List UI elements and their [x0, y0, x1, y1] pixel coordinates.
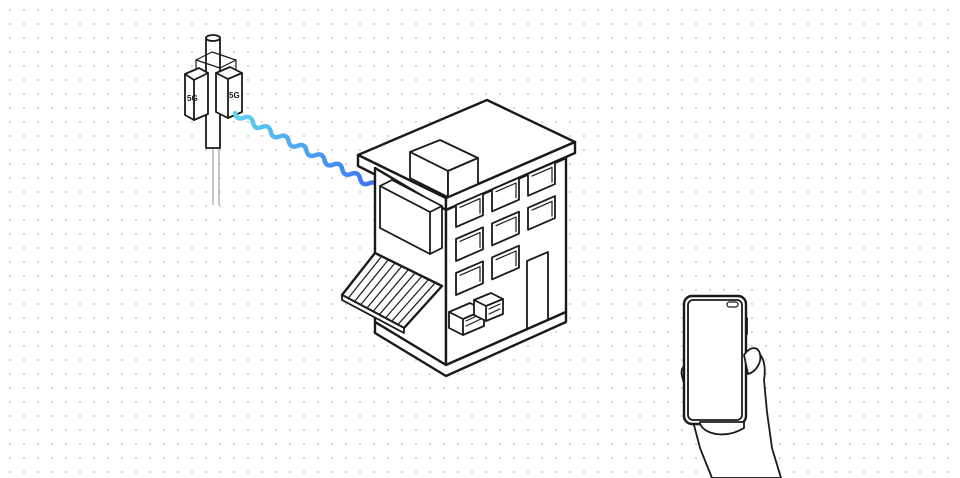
window-grid	[455, 161, 556, 296]
window-frame	[495, 216, 517, 233]
awning-slat	[391, 278, 430, 322]
awning-slat	[372, 268, 410, 313]
wall-signboard	[379, 179, 443, 255]
window	[527, 161, 556, 197]
window-frame	[531, 166, 553, 183]
antenna-panel-right: 5G	[215, 66, 243, 119]
window	[527, 195, 556, 231]
smartphone	[682, 294, 748, 426]
panel-label-right: 5G	[229, 91, 240, 100]
hand-holding-phone	[680, 294, 782, 478]
awning-slat	[366, 265, 403, 309]
thumb	[743, 347, 762, 375]
window-frame	[459, 232, 481, 248]
awning-slat	[347, 255, 383, 299]
antenna-pole	[205, 34, 221, 205]
panel-label-left: 5G	[187, 94, 198, 103]
window	[455, 260, 484, 296]
window-frame	[531, 200, 553, 217]
window-frame	[459, 266, 481, 282]
window	[455, 226, 484, 262]
rooftop-hvac-unit	[409, 139, 479, 198]
front-camera-icon	[726, 301, 739, 308]
window	[491, 244, 520, 281]
utility-meter-boxes	[448, 292, 504, 336]
awning-slat	[397, 282, 436, 326]
awning-slat	[384, 275, 423, 319]
window-frame	[495, 182, 517, 199]
awning-slat	[360, 262, 396, 306]
antenna-panel-left: 5G	[184, 67, 209, 121]
wireless-signal-wave	[232, 110, 381, 191]
window	[491, 210, 520, 247]
awning-slat	[353, 259, 389, 303]
window	[455, 192, 484, 228]
storefront-awning	[340, 251, 444, 334]
window-frame	[459, 198, 481, 214]
window-frame	[495, 250, 517, 267]
phone-screen	[687, 299, 743, 421]
window	[491, 176, 520, 213]
building	[340, 98, 577, 378]
side-door	[526, 251, 549, 330]
cell-tower: 5G 5G	[184, 34, 243, 205]
awning-slat	[378, 272, 416, 316]
